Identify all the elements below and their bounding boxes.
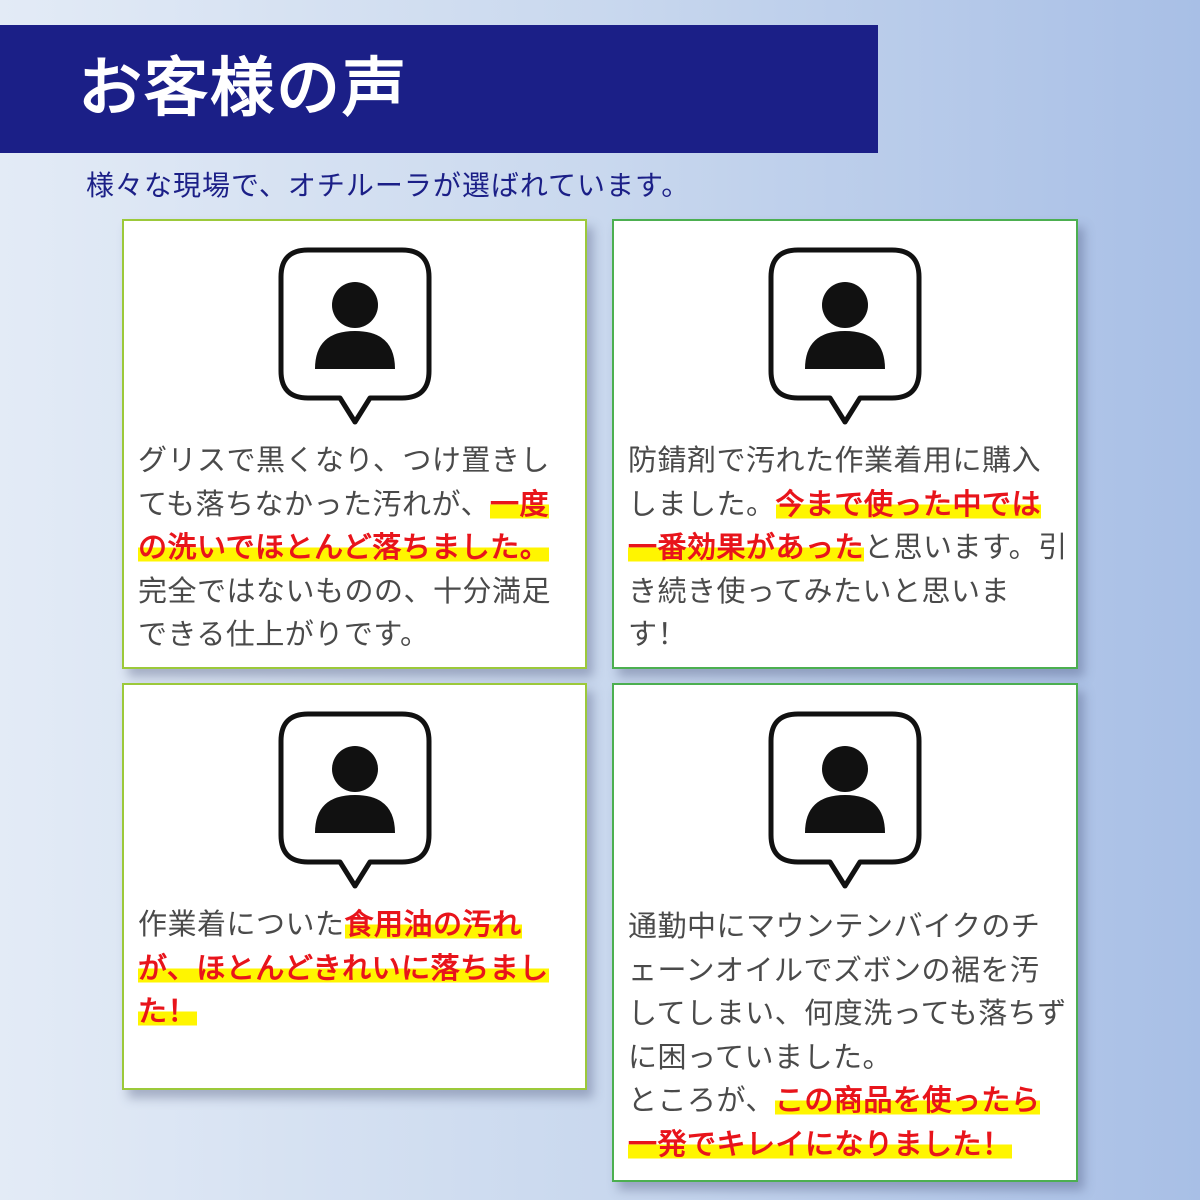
review-text-segment: グリスで黒くなり、つけ置きしても落ちなかった汚れが、 — [138, 443, 550, 521]
review-text-segment: 通勤中にマウンテンバイクのチェーンオイルでズボンの裾を汚してしまい、何度洗っても… — [628, 909, 1067, 1074]
review-card-2: 防錆剤で汚れた作業着用に購入しました。今まで使った中では一番効果があったと思いま… — [612, 219, 1078, 669]
header-band: お客様の声 — [0, 25, 878, 153]
review-card-3: 作業着についた食用油の汚れが、ほとんどきれいに落ちました！ — [122, 683, 587, 1090]
page-title: お客様の声 — [78, 52, 408, 126]
page-subtitle: 様々な現場で、オチルーラが選ばれています。 — [86, 169, 691, 202]
review-text-segment: 防錆剤で汚れた作業着用に購入しました。 — [628, 443, 1042, 521]
review-card-4: 通勤中にマウンテンバイクのチェーンオイルでズボンの裾を汚してしまい、何度洗っても… — [612, 683, 1078, 1182]
review-text-segment: と思います。引き続き使ってみたいと思います！ — [628, 530, 1068, 651]
review-card-1: グリスで黒くなり、つけ置きしても落ちなかった汚れが、一度の洗いでほとんど落ちまし… — [122, 219, 587, 669]
review-text: 防錆剤で汚れた作業着用に購入しました。今まで使った中では一番効果があったと思いま… — [628, 439, 1068, 657]
user-speech-bubble-icon — [768, 711, 922, 891]
user-speech-bubble-icon — [278, 247, 432, 427]
user-speech-bubble-icon — [278, 711, 432, 891]
review-text-segment: 完全ではないものの、十分満足できる仕上がりです。 — [138, 573, 552, 652]
review-text: 作業着についた食用油の汚れが、ほとんどきれいに落ちました！ — [138, 903, 577, 1034]
review-text-segment: ところが、 — [628, 1083, 775, 1117]
user-speech-bubble-icon — [768, 247, 922, 427]
review-text-segment: 作業着についた — [138, 907, 345, 941]
review-text: 通勤中にマウンテンバイクのチェーンオイルでズボンの裾を汚してしまい、何度洗っても… — [628, 905, 1068, 1166]
review-text: グリスで黒くなり、つけ置きしても落ちなかった汚れが、一度の洗いでほとんど落ちまし… — [138, 439, 577, 657]
